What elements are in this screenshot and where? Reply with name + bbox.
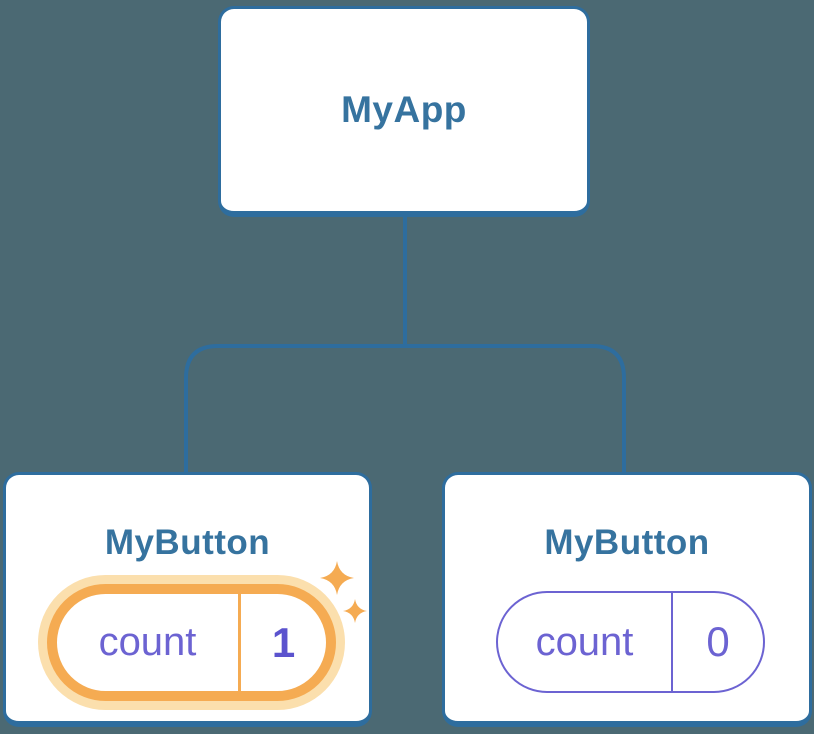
sparkle-icon-large	[320, 561, 354, 595]
pill-divider	[238, 594, 241, 691]
state-name-cell: count	[498, 593, 671, 691]
connector-branch	[184, 344, 626, 474]
node-mybutton-default: MyButton count 0	[442, 472, 812, 727]
state-value-cell: 1	[241, 594, 326, 691]
state-name-cell: count	[57, 594, 238, 691]
state-value: 0	[706, 618, 730, 665]
node-mybutton-highlighted: MyButton count 1	[3, 472, 372, 727]
state-pill-highlighted: count 1	[47, 584, 336, 701]
node-title: MyApp	[341, 89, 467, 130]
sparkle-icon	[320, 561, 367, 623]
node-title: MyButton	[104, 523, 271, 562]
node-myapp: MyApp	[218, 6, 590, 217]
state-name-label: count	[535, 619, 634, 664]
state-value-cell: 0	[673, 593, 763, 691]
state-value: 1	[271, 618, 296, 666]
state-name-label: count	[98, 620, 197, 664]
node-title: MyButton	[544, 523, 710, 562]
state-pill: count 0	[496, 591, 765, 693]
pill-divider	[671, 593, 673, 691]
sparkle-icon-small	[343, 599, 367, 623]
